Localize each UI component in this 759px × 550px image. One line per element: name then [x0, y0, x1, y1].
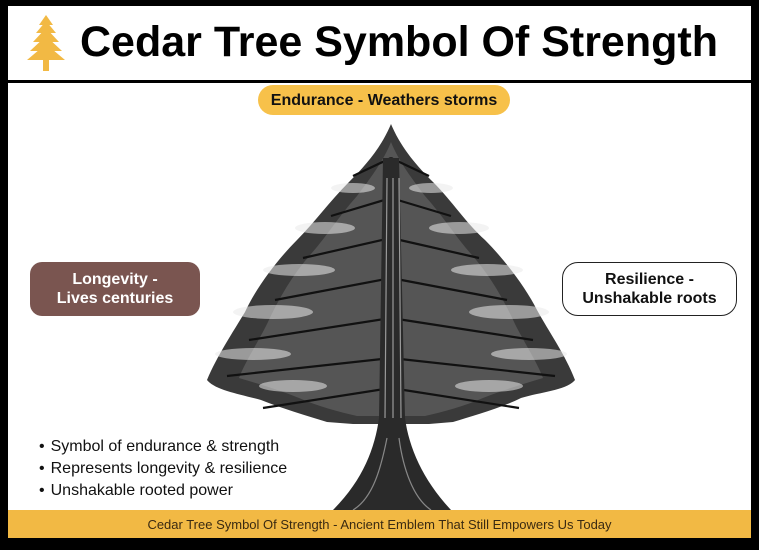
header-divider	[8, 80, 751, 83]
endurance-label: Endurance - Weathers storms	[258, 85, 510, 115]
resilience-label-line2: Unshakable roots	[582, 290, 717, 307]
header: Cedar Tree Symbol Of Strength	[8, 6, 751, 80]
bullet-list: Symbol of endurance & strength Represent…	[39, 436, 288, 502]
footer-banner: Cedar Tree Symbol Of Strength - Ancient …	[8, 510, 751, 538]
longevity-label-line1: Longevity -	[72, 271, 158, 288]
longevity-label-line2: Lives centuries	[56, 290, 174, 307]
bullet-item: Symbol of endurance & strength	[39, 436, 287, 458]
cedar-tree-icon	[27, 15, 65, 71]
resilience-label-line1: Resilience -	[605, 271, 694, 288]
footer-text: Cedar Tree Symbol Of Strength - Ancient …	[147, 516, 612, 532]
resilience-label: Resilience - Unshakable roots	[562, 262, 737, 316]
bullet-item: Represents longevity & resilience	[39, 458, 288, 480]
longevity-label: Longevity - Lives centuries	[30, 262, 200, 316]
infographic-frame: Cedar Tree Symbol Of Strength	[8, 6, 751, 538]
page-title: Cedar Tree Symbol Of Strength	[80, 18, 718, 66]
bullet-item: Unshakable rooted power	[39, 480, 287, 502]
cedar-tree-illustration	[207, 124, 575, 514]
